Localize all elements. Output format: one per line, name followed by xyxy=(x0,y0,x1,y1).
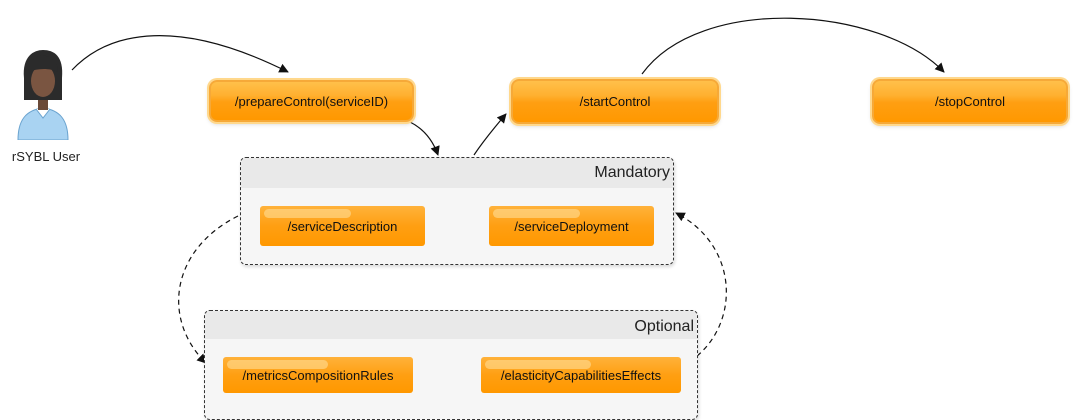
edge-user-to-prepare xyxy=(71,35,289,73)
elasticity-capabilities-effects-item[interactable]: /elasticityCapabilitiesEffects xyxy=(481,357,681,393)
service-description-label: /serviceDescription xyxy=(287,218,398,234)
service-deployment-item[interactable]: /serviceDeployment xyxy=(489,206,654,246)
optional-group: Optional /metricsCompositionRules /elast… xyxy=(204,310,698,420)
user-label: rSYBL User xyxy=(11,149,81,164)
service-description-item[interactable]: /serviceDescription xyxy=(260,206,425,246)
start-control-endpoint[interactable]: /startControl xyxy=(511,79,719,124)
stop-control-endpoint[interactable]: /stopControl xyxy=(872,79,1068,124)
prepare-control-endpoint[interactable]: /prepareControl(serviceID) xyxy=(209,80,414,122)
elasticity-capabilities-effects-label: /elasticityCapabilitiesEffects xyxy=(500,367,662,383)
service-deployment-label: /serviceDeployment xyxy=(514,218,629,234)
edge-start-to-stop xyxy=(641,17,945,75)
metrics-composition-rules-label: /metricsCompositionRules xyxy=(242,367,394,383)
edge-prepare-to-mandatory xyxy=(409,121,440,156)
edge-mandatory-to-optional xyxy=(178,215,239,364)
metrics-composition-rules-item[interactable]: /metricsCompositionRules xyxy=(223,357,413,393)
mandatory-group-title: Mandatory xyxy=(241,158,673,188)
mandatory-group: Mandatory /serviceDescription /serviceDe… xyxy=(240,157,674,265)
diagram-connectors xyxy=(71,17,945,364)
edge-mandatory-to-start xyxy=(473,113,507,156)
optional-group-title: Optional xyxy=(205,311,697,339)
user-icon xyxy=(17,50,69,140)
edge-optional-to-mandatory xyxy=(675,212,727,357)
